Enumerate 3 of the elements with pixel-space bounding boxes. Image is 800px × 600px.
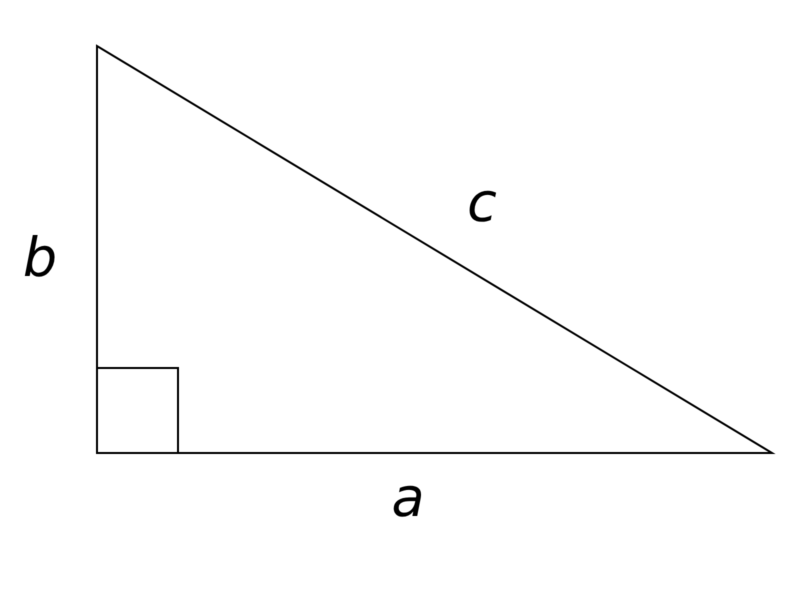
side-label: a: [391, 471, 425, 525]
side-label: c: [467, 176, 497, 230]
side-label: b: [22, 231, 58, 285]
